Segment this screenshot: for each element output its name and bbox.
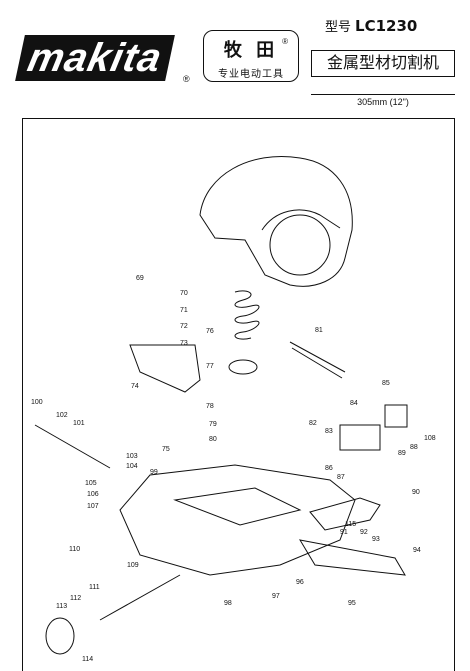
part-callout-87: 87 xyxy=(337,474,345,481)
chinese-brand-name: 牧 田 xyxy=(223,40,279,61)
part-callout-85: 85 xyxy=(382,380,390,387)
logo-registered-mark: ® xyxy=(183,74,190,84)
spec-rule xyxy=(311,94,455,95)
part-callout-100: 100 xyxy=(31,399,43,406)
part-callout-105: 105 xyxy=(85,480,97,487)
part-callout-106: 106 xyxy=(87,491,99,498)
part-callout-101: 101 xyxy=(73,420,85,427)
part-callout-69: 69 xyxy=(136,275,144,282)
part-callout-74: 74 xyxy=(131,383,139,390)
model-prefix: 型号 xyxy=(325,20,352,35)
part-callout-98: 98 xyxy=(224,600,232,607)
model-number: LC1230 xyxy=(355,17,418,35)
part-callout-96: 96 xyxy=(296,579,304,586)
makita-logo: makita ® xyxy=(15,35,190,84)
base-drawing xyxy=(119,464,356,576)
part-callout-109: 109 xyxy=(127,562,139,569)
part-callout-102: 102 xyxy=(56,412,68,419)
lead-screw-drawing xyxy=(99,574,181,621)
part-callout-71: 71 xyxy=(180,307,188,314)
diagram-frame xyxy=(22,118,455,671)
part-callout-111: 111 xyxy=(89,584,100,591)
product-title: 金属型材切割机 xyxy=(311,50,455,77)
part-callout-97: 97 xyxy=(272,593,280,600)
part-callout-103: 103 xyxy=(126,453,138,460)
part-callout-89: 89 xyxy=(398,450,406,457)
part-callout-75: 75 xyxy=(162,446,170,453)
part-callout-91: 91 xyxy=(340,529,348,536)
brand-tagline: 专业电动工具 xyxy=(218,69,284,80)
part-callout-80: 80 xyxy=(209,436,217,443)
rod-drawing xyxy=(34,424,111,469)
part-callout-92: 92 xyxy=(360,529,368,536)
brand-registered-mark: ® xyxy=(282,37,288,46)
part-callout-83: 83 xyxy=(325,428,333,435)
part-callout-108: 108 xyxy=(424,435,436,442)
part-callout-110: 110 xyxy=(69,546,80,553)
part-callout-113: 113 xyxy=(56,603,67,610)
part-callout-81: 81 xyxy=(315,327,323,334)
part-callout-88: 88 xyxy=(410,444,418,451)
part-callout-90: 90 xyxy=(412,489,420,496)
part-callout-76: 76 xyxy=(206,328,214,335)
part-callout-77: 77 xyxy=(206,363,214,370)
blade-guard-drawing xyxy=(199,156,353,287)
part-callout-70: 70 xyxy=(180,290,188,297)
chinese-brand-box: 牧 田 ® 专业电动工具 xyxy=(203,30,299,82)
spring-drawing xyxy=(234,290,260,340)
part-callout-107: 107 xyxy=(87,503,99,510)
part-callout-82: 82 xyxy=(309,420,317,427)
part-callout-73: 73 xyxy=(180,340,188,347)
lower-link-drawing xyxy=(309,497,381,531)
shaft-drawing xyxy=(289,341,346,379)
part-callout-104: 104 xyxy=(126,463,138,470)
part-callout-112: 112 xyxy=(70,595,81,602)
part-callout-115: 115 xyxy=(345,521,356,528)
part-callout-79: 79 xyxy=(209,421,217,428)
part-callout-114: 114 xyxy=(82,656,93,663)
part-callout-72: 72 xyxy=(180,323,188,330)
part-callout-78: 78 xyxy=(206,403,214,410)
part-callout-86: 86 xyxy=(325,465,333,472)
part-callout-99: 99 xyxy=(150,469,158,476)
part-callout-94: 94 xyxy=(413,547,421,554)
mount-bracket-drawing xyxy=(129,344,201,393)
part-callout-93: 93 xyxy=(372,536,380,543)
part-callout-95: 95 xyxy=(348,600,356,607)
vise-plate-drawing xyxy=(298,539,406,576)
blade-size-spec: 305mm (12") xyxy=(357,97,409,107)
part-callout-84: 84 xyxy=(350,400,358,407)
